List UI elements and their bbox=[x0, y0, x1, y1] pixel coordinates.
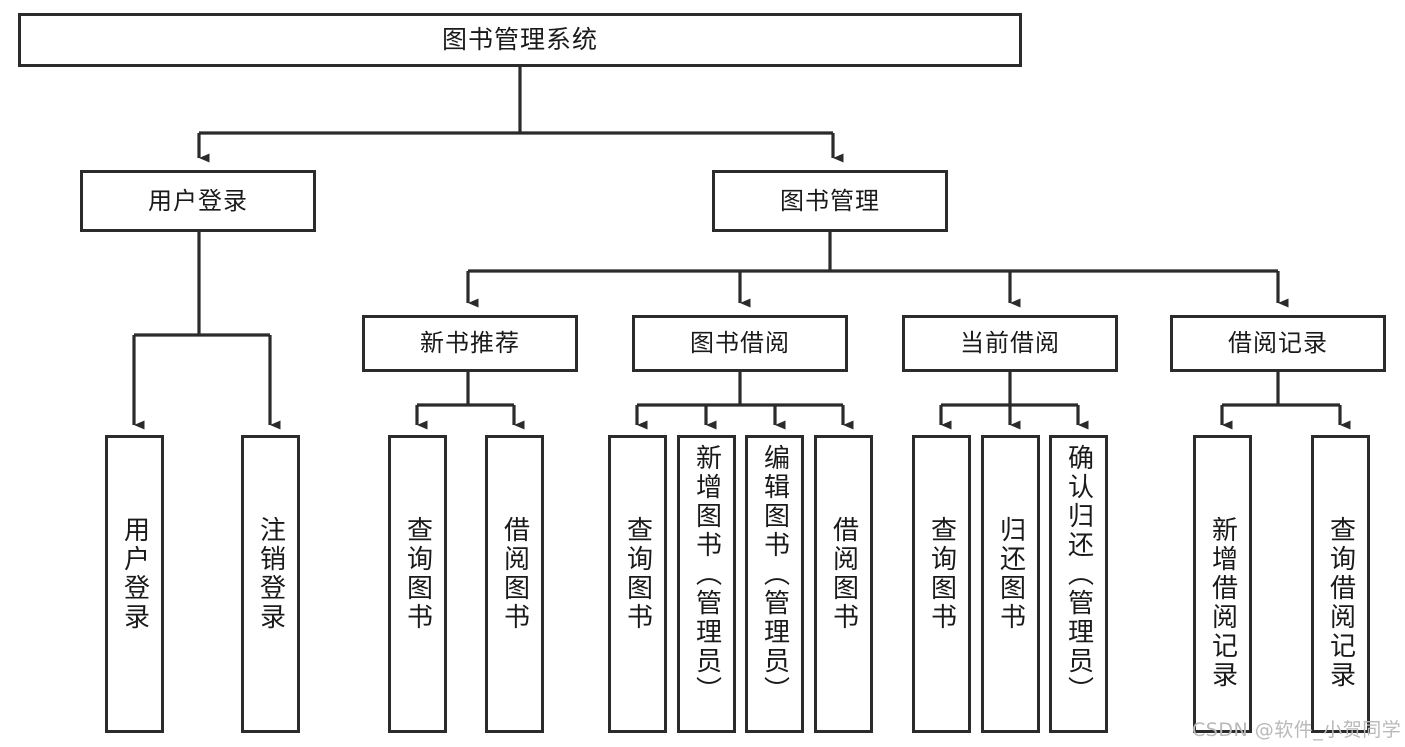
node-leaf-return-book[interactable]: 归还图书 bbox=[981, 435, 1040, 733]
node-leaf-borrow-book-recommend[interactable]: 借阅图书 bbox=[485, 435, 544, 733]
node-current-borrow[interactable]: 当前借阅 bbox=[902, 315, 1118, 372]
node-leaf-confirm-return[interactable]: 确认归还（管理员） bbox=[1049, 435, 1108, 733]
node-label: 用户登录 bbox=[119, 516, 150, 632]
node-label: 借阅图书 bbox=[828, 516, 859, 632]
node-new-book-recommend[interactable]: 新书推荐 bbox=[362, 315, 578, 372]
node-book-borrow[interactable]: 图书借阅 bbox=[632, 315, 848, 372]
node-leaf-add-book[interactable]: 新增图书（管理员） bbox=[677, 435, 736, 733]
node-leaf-add-borrow-record[interactable]: 新增借阅记录 bbox=[1193, 435, 1252, 733]
node-label: 归还图书 bbox=[995, 516, 1026, 632]
node-label: 图书管理系统 bbox=[441, 25, 598, 55]
node-label: 用户登录 bbox=[148, 186, 248, 215]
node-leaf-edit-book[interactable]: 编辑图书（管理员） bbox=[745, 435, 804, 733]
node-label: 查询图书 bbox=[402, 516, 433, 632]
node-leaf-user-login[interactable]: 用户登录 bbox=[105, 435, 164, 733]
node-root-book-management-system[interactable]: 图书管理系统 bbox=[18, 13, 1022, 67]
node-label: 新书推荐 bbox=[420, 329, 520, 358]
node-label: 图书借阅 bbox=[690, 329, 790, 358]
node-label: 确认归还（管理员） bbox=[1063, 444, 1094, 705]
node-leaf-borrow-book[interactable]: 借阅图书 bbox=[814, 435, 873, 733]
node-borrow-record[interactable]: 借阅记录 bbox=[1170, 315, 1386, 372]
node-label: 新增图书（管理员） bbox=[691, 444, 722, 705]
node-label: 查询图书 bbox=[926, 516, 957, 632]
node-book-management[interactable]: 图书管理 bbox=[712, 170, 948, 232]
node-label: 注销登录 bbox=[255, 516, 286, 632]
node-leaf-logout-login[interactable]: 注销登录 bbox=[241, 435, 300, 733]
node-label: 查询图书 bbox=[622, 516, 653, 632]
csdn-watermark: CSDN @软件_小贺同学 bbox=[1192, 719, 1402, 741]
node-leaf-query-book-borrow[interactable]: 查询图书 bbox=[608, 435, 667, 733]
node-leaf-query-borrow-record[interactable]: 查询借阅记录 bbox=[1311, 435, 1370, 733]
node-leaf-query-book-current[interactable]: 查询图书 bbox=[912, 435, 971, 733]
node-leaf-query-book-recommend[interactable]: 查询图书 bbox=[388, 435, 447, 733]
node-label: 查询借阅记录 bbox=[1325, 516, 1356, 690]
node-user-login[interactable]: 用户登录 bbox=[80, 170, 316, 232]
node-label: 当前借阅 bbox=[960, 329, 1060, 358]
node-label: 编辑图书（管理员） bbox=[759, 444, 790, 705]
node-label: 借阅记录 bbox=[1228, 329, 1328, 358]
node-label: 图书管理 bbox=[780, 186, 880, 215]
node-label: 新增借阅记录 bbox=[1207, 516, 1238, 690]
node-label: 借阅图书 bbox=[499, 516, 530, 632]
